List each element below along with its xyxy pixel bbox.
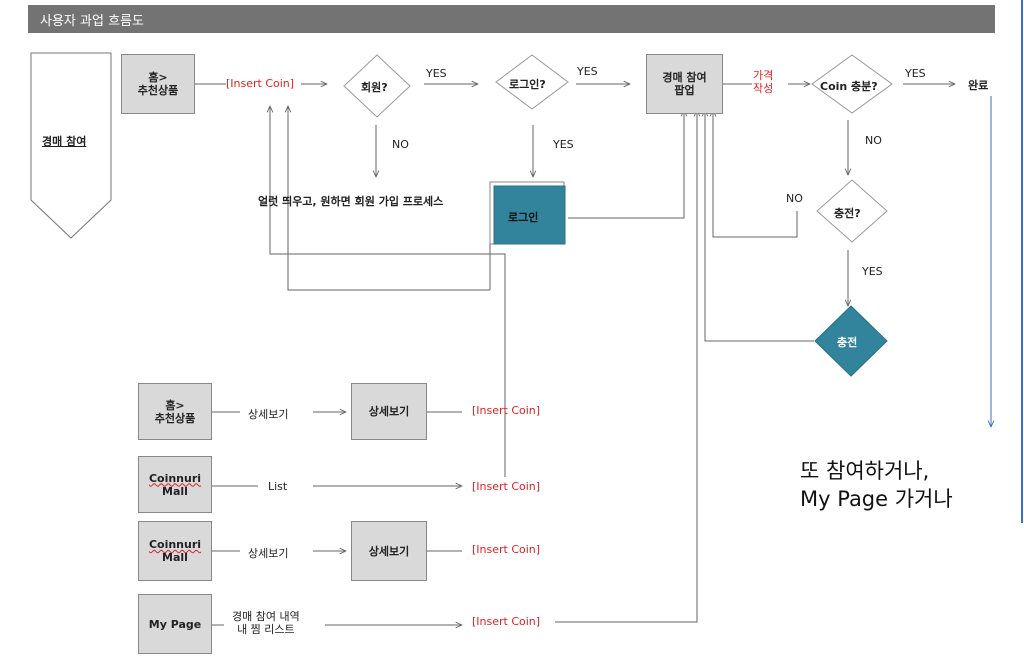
entry-3-detail-box: 상세보기	[351, 521, 427, 581]
entry-4-insert-coin: [Insert Coin]	[472, 615, 541, 628]
charge-diamond-teal	[814, 305, 888, 377]
member-diamond	[343, 54, 411, 118]
entry-4-action: 경매 참여 내역 내 찜 리스트	[232, 610, 300, 636]
entry-2-source-b: Mall	[162, 484, 188, 498]
login-question: 로그인?	[509, 78, 546, 91]
entry-2-action: List	[268, 480, 288, 493]
alert-signup-text: 얼럿 띄우고, 원하면 회원 가입 프로세스	[258, 195, 444, 208]
auction-popup-box: 경매 참여 팝업	[646, 54, 723, 114]
entry-1-insert-coin: [Insert Coin]	[472, 404, 541, 417]
no-coin-label: NO	[865, 134, 882, 147]
login-box-label: 로그인	[508, 211, 539, 224]
entry-3-source-a: Coinnuri	[148, 538, 202, 551]
charge-box-label: 충전	[837, 336, 858, 349]
charge-question: 충전?	[834, 207, 861, 220]
start-shape	[30, 52, 112, 239]
login-diamond	[495, 54, 569, 110]
entry-3-insert-coin: [Insert Coin]	[472, 543, 541, 556]
coin-diamond	[811, 54, 893, 114]
yes-label-2: YES	[577, 65, 598, 78]
yes-charge-label: YES	[862, 265, 883, 278]
entry-coinnuri-box-2: Coinnuri Mall	[138, 521, 212, 581]
yes-label-3: YES	[905, 67, 926, 80]
member-question: 회원?	[361, 81, 388, 94]
coin-enough-question: Coin 충분?	[820, 80, 878, 93]
entry-mypage-box: My Page	[138, 594, 212, 654]
next-step-note: 또 참여하거나, My Page 가거나	[800, 459, 953, 511]
home-recommend-box: 홈> 추천상품	[121, 54, 195, 114]
entry-2-source-a: Coinnuri	[148, 471, 202, 485]
charge-diamond	[816, 179, 888, 243]
login-box-front	[493, 185, 566, 245]
yes-login-label: YES	[553, 138, 574, 151]
start-label: 경매 참여	[42, 135, 87, 148]
entry-3-source-b: Mall	[162, 551, 188, 564]
page-edge-line	[1021, 0, 1023, 523]
header-bar: 사용자 과업 흐름도	[28, 5, 995, 33]
yes-label-1: YES	[426, 67, 447, 80]
no-member-label: NO	[392, 138, 409, 151]
insert-coin-main: [Insert Coin]	[226, 77, 295, 90]
no-charge-label: NO	[786, 192, 803, 205]
price-write-label: 가격 작성	[753, 69, 774, 95]
entry-1-action: 상세보기	[248, 408, 289, 421]
entry-home-box: 홈> 추천상품	[138, 383, 212, 440]
done-label: 완료	[968, 79, 989, 92]
entry-3-action: 상세보기	[248, 547, 289, 560]
page-title: 사용자 과업 흐름도	[40, 14, 144, 29]
entry-1-detail-box: 상세보기	[351, 383, 427, 440]
entry-2-insert-coin: [Insert Coin]	[472, 480, 541, 493]
entry-coinnuri-box-1: Coinnuri Mall	[138, 456, 212, 513]
